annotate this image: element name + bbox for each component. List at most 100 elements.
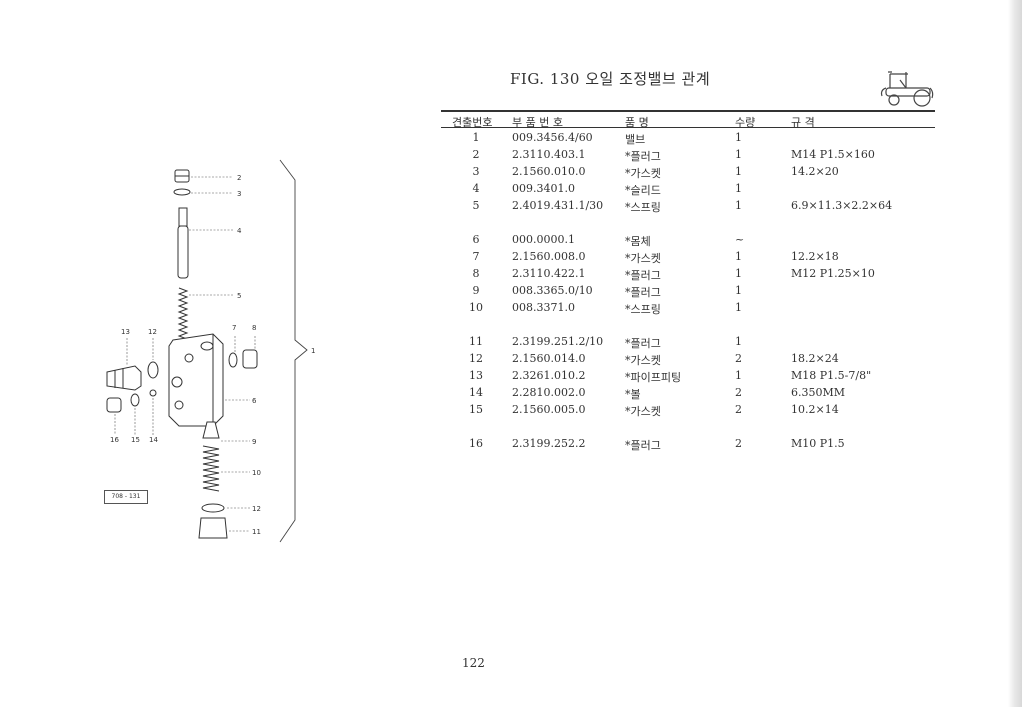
plug-part	[198, 517, 228, 539]
qty-cell: 1	[735, 267, 742, 280]
qty-cell: 1	[735, 148, 742, 161]
callout-7: 7	[232, 324, 236, 332]
part-name-cell: *가스켓	[625, 354, 661, 367]
callout-3: 3	[237, 190, 241, 198]
callout-8: 8	[252, 324, 256, 332]
callout-12-lower: 12	[252, 505, 261, 513]
ball-part	[149, 389, 157, 397]
header-top-rule	[441, 110, 935, 112]
part-no-cell: 000.0000.1	[512, 233, 575, 246]
ref-no-cell: 1	[472, 131, 480, 144]
page-number: 122	[462, 656, 485, 670]
part-name-cell: 밸브	[625, 133, 646, 146]
part-no-cell: 008.3365.0/10	[512, 284, 593, 297]
part-name-cell: *스프링	[625, 303, 661, 316]
callout-11: 11	[252, 528, 261, 536]
figure-title: FIG. 130 오일 조정밸브 관계	[510, 70, 711, 88]
gasket-part	[228, 352, 238, 368]
part-name-cell: *몸체	[625, 235, 651, 248]
table-row: 6 000.0000.1 *몸체 ~	[441, 233, 935, 250]
qty-cell: 2	[735, 437, 742, 450]
callout-2: 2	[237, 174, 241, 182]
qty-cell: 1	[735, 199, 742, 212]
gasket-part	[201, 503, 225, 513]
drawing-number-box: 708 - 131	[104, 490, 148, 504]
ref-no-cell: 11	[469, 335, 483, 348]
qty-cell: 1	[735, 165, 742, 178]
col-header-spec: 규 격	[791, 116, 815, 129]
qty-cell: 2	[735, 386, 742, 399]
plug-part	[202, 421, 220, 439]
callout-15: 15	[131, 436, 140, 444]
callout-10: 10	[252, 469, 261, 477]
spec-cell: M14 P1.5×160	[791, 148, 875, 161]
table-row: 2 2.3110.403.1 *플러그 1 M14 P1.5×160	[441, 148, 935, 165]
callout-14: 14	[149, 436, 158, 444]
part-name-cell: *플러그	[625, 286, 661, 299]
part-name-cell: *가스켓	[625, 405, 661, 418]
qty-cell: 1	[735, 182, 742, 195]
qty-cell: 1	[735, 369, 742, 382]
qty-cell: 1	[735, 284, 742, 297]
spec-cell: M12 P1.25×10	[791, 267, 875, 280]
tractor-icon	[880, 71, 934, 107]
ref-no-cell: 6	[472, 233, 480, 246]
part-name-cell: *볼	[625, 388, 641, 401]
ref-no-cell: 12	[469, 352, 483, 365]
part-name-cell: *플러그	[625, 439, 661, 452]
part-no-cell: 2.4019.431.1/30	[512, 199, 604, 212]
part-no-cell: 2.1560.010.0	[512, 165, 586, 178]
gasket-part	[130, 393, 140, 407]
gasket-part	[173, 188, 191, 196]
qty-cell: 2	[735, 352, 742, 365]
header-bottom-rule	[441, 127, 935, 128]
plug-part	[106, 397, 122, 413]
part-no-cell: 2.1560.005.0	[512, 403, 586, 416]
part-name-cell: *플러그	[625, 150, 661, 163]
plug-part	[242, 349, 258, 369]
callout-13: 13	[121, 328, 130, 336]
callout-6: 6	[252, 397, 257, 405]
part-no-cell: 2.3261.010.2	[512, 369, 586, 382]
part-name-cell: *플러그	[625, 269, 661, 282]
part-name-cell: *스프링	[625, 201, 661, 214]
page-edge-shadow	[1008, 0, 1022, 707]
qty-cell: 1	[735, 131, 742, 144]
ref-no-cell: 2	[472, 148, 480, 161]
pipe-fitting-part	[106, 365, 142, 391]
ref-no-cell: 3	[472, 165, 480, 178]
callout-9: 9	[252, 438, 256, 446]
spec-cell: 6.350MM	[791, 386, 846, 399]
part-no-cell: 2.3199.251.2/10	[512, 335, 604, 348]
qty-cell: 1	[735, 250, 742, 263]
qty-cell: 2	[735, 403, 742, 416]
part-no-cell: 2.3110.422.1	[512, 267, 586, 280]
spec-cell: 18.2×24	[791, 352, 839, 365]
callout-4: 4	[237, 227, 242, 235]
spec-cell: M18 P1.5-7/8"	[791, 369, 872, 382]
table-row: 5 2.4019.431.1/30 *스프링 1 6.9×11.3×2.2×64	[441, 199, 935, 216]
ref-no-cell: 13	[469, 369, 483, 382]
ref-no-cell: 5	[472, 199, 480, 212]
qty-cell: ~	[735, 233, 745, 246]
callout-5: 5	[237, 292, 241, 300]
ref-no-cell: 7	[472, 250, 480, 263]
callout-12: 12	[148, 328, 157, 336]
spec-cell: 14.2×20	[791, 165, 839, 178]
part-no-cell: 2.3110.403.1	[512, 148, 586, 161]
part-no-cell: 009.3401.0	[512, 182, 575, 195]
spec-cell: 6.9×11.3×2.2×64	[791, 199, 893, 212]
col-header-part-name: 품 명	[625, 116, 649, 129]
part-name-cell: *플러그	[625, 337, 661, 350]
